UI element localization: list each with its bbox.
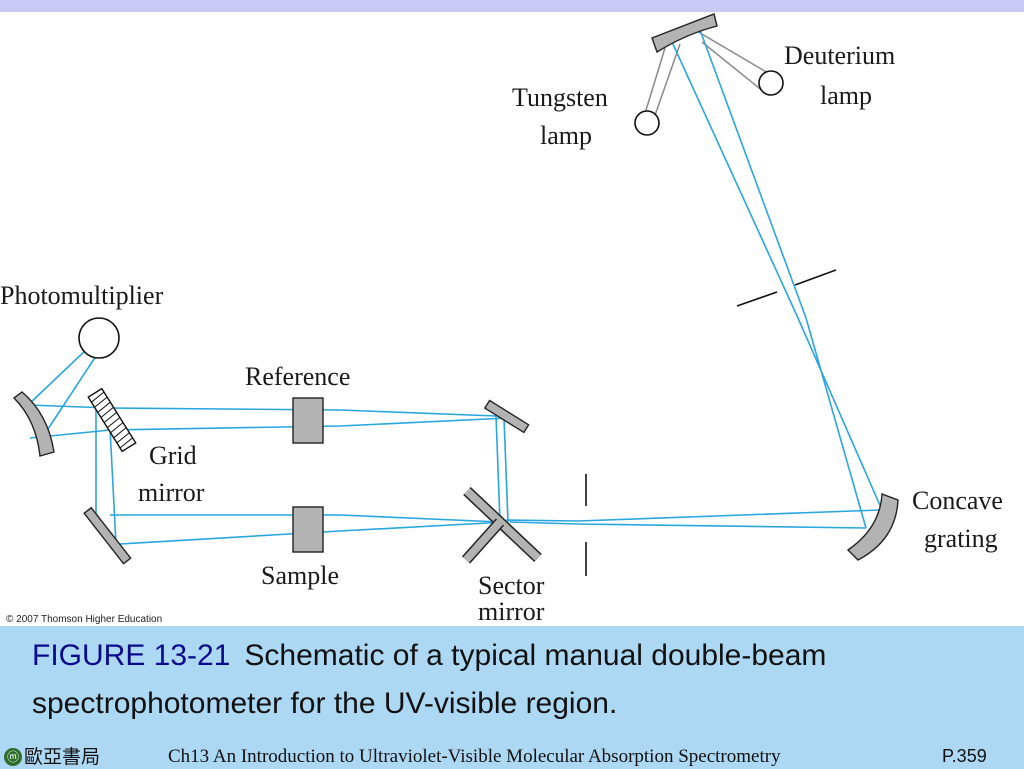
sector-mirror [461,486,542,564]
caption-text: Schematic of a typical manual double-bea… [32,639,827,720]
tungsten-label-line2: lamp [540,121,592,150]
reference-cell [292,397,324,444]
concave-grating-label-line1: Concave [912,486,1003,515]
light-beams [27,29,883,545]
publisher-name: 歐亞書局 [24,746,101,768]
grid-mirror [87,387,137,453]
grid-mirror-label-line2: mirror [138,478,205,507]
photomultiplier-icon [78,317,120,359]
photomultiplier-label: Photomultiplier [0,281,164,310]
sample-label: Sample [261,561,339,590]
reference-label: Reference [245,362,350,391]
figure-panel: Deuterium lamp Tungsten lamp Photomultip… [0,12,1024,626]
source-mirror [651,13,718,54]
lamp-lines [642,29,769,121]
exit-slit [736,269,837,307]
top-band [0,0,1024,12]
grid-mirror-label-line1: Grid [149,441,197,470]
tungsten-lamp-icon [634,110,660,136]
concave-grating-label-line2: grating [924,524,998,553]
tungsten-label-line1: Tungsten [512,83,608,112]
deuterium-label-line2: lamp [820,81,872,110]
publisher-logo-icon: ⓜ [4,748,22,766]
reference-beam-mirror [483,399,530,434]
page-number: P.359 [942,746,987,766]
figure-number: FIGURE 13-21 [32,639,231,672]
sector-mirror-label-line2: mirror [478,597,545,626]
deuterium-label-line1: Deuterium [784,41,895,70]
sample-beam-mirror [83,506,132,565]
deuterium-lamp-icon [758,70,784,96]
chapter-title: Ch13 An Introduction to Ultraviolet-Visi… [168,746,781,767]
detector-mirror [12,391,55,457]
sector-mirror-label-line1: Sector [478,571,545,600]
copyright-notice: © 2007 Thomson Higher Education [6,614,162,625]
concave-grating [846,493,899,561]
spectrophotometer-diagram: Deuterium lamp Tungsten lamp Photomultip… [0,13,1003,626]
sample-cell [292,506,324,553]
